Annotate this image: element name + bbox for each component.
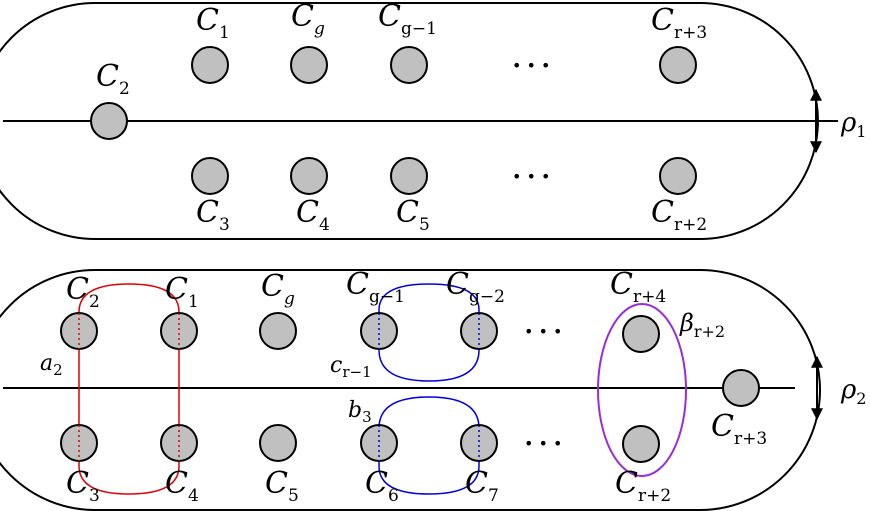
curve-beta (597, 303, 687, 477)
boundary-circle (622, 315, 660, 353)
ellipsis-bottom: • • • (512, 167, 550, 186)
boundary-circle (390, 46, 428, 84)
boundary-circle (622, 425, 660, 463)
label-c4: C4 (296, 195, 330, 235)
boundary-circle (722, 369, 760, 407)
ellipsis-top: • • • (512, 56, 550, 75)
label-c3: C3 (196, 195, 230, 235)
label-cg-1: Cg−1 (346, 267, 405, 307)
top-panel: C1 Cg Cg−1 Cr+3 C2 C3 C4 C5 Cr+2 • • • •… (0, 0, 866, 240)
label-cg: Cg (261, 269, 295, 309)
label-cr3: Cr+3 (711, 409, 767, 449)
label-rho2: ρ2 (840, 375, 866, 408)
label-c4: C4 (165, 466, 199, 506)
boundary-circle (659, 157, 697, 195)
label-beta: βr+2 (679, 309, 725, 341)
label-cr2: Cr+2 (651, 195, 707, 235)
ellipsis-top: • • • (524, 322, 562, 341)
top-surface-outline (0, 1, 819, 240)
label-c3: C3 (66, 466, 100, 506)
boundary-circle (191, 157, 229, 195)
label-c5: C5 (396, 195, 430, 235)
boundary-circle (90, 102, 128, 140)
label-cr4: Cr+4 (610, 267, 666, 307)
label-c1: C1 (196, 3, 230, 43)
label-a2: a2 (40, 351, 63, 379)
boundary-circle (259, 424, 297, 462)
label-cg: Cg (291, 0, 325, 39)
label-c2: C2 (66, 272, 100, 312)
boundary-circle (290, 157, 328, 195)
boundary-circle (290, 46, 328, 84)
label-cr-1: cr−1 (330, 353, 372, 381)
label-cg-2: Cg−2 (446, 267, 505, 307)
label-c1: C1 (165, 272, 199, 312)
label-c6: C6 (365, 466, 399, 506)
label-cr2: Cr+2 (615, 466, 671, 506)
ellipsis-bottom: • • • (524, 434, 562, 453)
label-cg-1: Cg−1 (378, 0, 437, 39)
curve-a2 (78, 283, 180, 495)
boundary-circle (259, 312, 297, 350)
boundary-circle (390, 157, 428, 195)
label-b3: b3 (348, 398, 372, 426)
label-rho1: ρ1 (840, 108, 866, 141)
bottom-panel: C2 C1 Cg Cg−1 Cg−2 Cr+4 C3 C4 C5 C6 C7 C… (0, 267, 866, 511)
label-cr3: Cr+3 (651, 3, 707, 43)
label-c2: C2 (96, 59, 130, 99)
boundary-circle (191, 46, 229, 84)
label-c7: C7 (465, 466, 499, 506)
boundary-circle (659, 46, 697, 84)
label-c5: C5 (265, 466, 299, 506)
bottom-surface-outline (0, 269, 821, 511)
